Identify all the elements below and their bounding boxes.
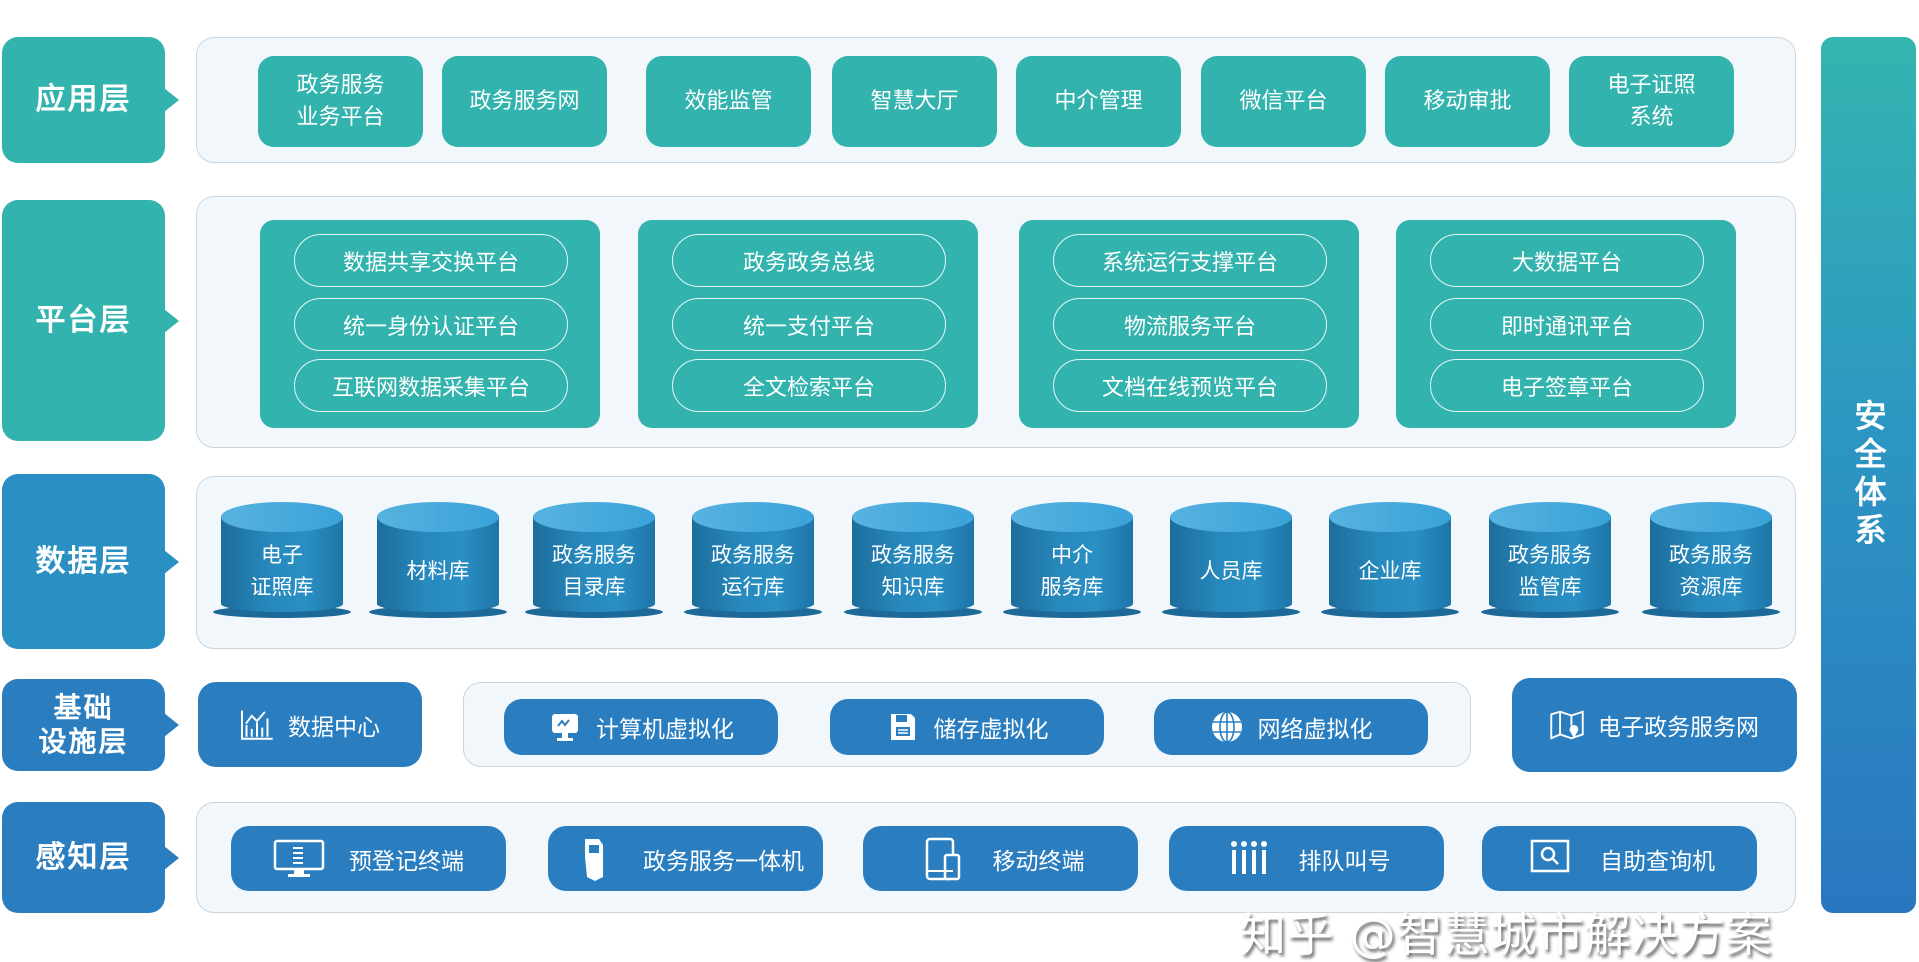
perception-label: 政务服务一体机	[643, 848, 804, 875]
database-label: 政务服务 知识库	[871, 543, 955, 599]
database-cylinder[interactable]: 政务服务 监管库	[1481, 502, 1619, 618]
app-item[interactable]: 电子证照 系统	[1569, 56, 1734, 147]
app-item[interactable]: 移动审批	[1385, 56, 1550, 147]
platform-item[interactable]: 文档在线预览平台	[1053, 359, 1327, 412]
database-cylinder[interactable]: 政务服务 目录库	[525, 502, 663, 618]
database-cylinder[interactable]: 电子 证照库	[213, 502, 351, 618]
platform-item[interactable]: 电子签章平台	[1430, 359, 1704, 412]
database-cylinder[interactable]: 企业库	[1321, 502, 1459, 618]
platform-group: 数据共享交换平台统一身份认证平台互联网数据采集平台	[260, 220, 600, 428]
search-kiosk-icon	[1524, 839, 1576, 876]
app-item[interactable]: 政务服务 业务平台	[258, 56, 423, 147]
database-label: 人员库	[1199, 559, 1263, 583]
layer-label-data: 数据层	[2, 474, 179, 649]
perception-item[interactable]: 排队叫号	[1169, 826, 1444, 891]
database-cylinder[interactable]: 中介 服务库	[1003, 502, 1141, 618]
app-item[interactable]: 智慧大厅	[832, 56, 997, 147]
database-label: 政务服务 资源库	[1669, 543, 1753, 599]
layer-label-application: 应用层	[2, 37, 179, 163]
database-cylinder[interactable]: 政务服务 资源库	[1642, 502, 1780, 618]
app-item[interactable]: 中介管理	[1016, 56, 1181, 147]
database-label: 政务服务 运行库	[711, 543, 795, 599]
database-cylinder[interactable]: 政务服务 运行库	[684, 502, 822, 618]
platform-item[interactable]: 即时通讯平台	[1430, 298, 1704, 351]
queue-icon	[1223, 840, 1275, 876]
platform-item[interactable]: 数据共享交换平台	[294, 234, 568, 287]
database-cylinder[interactable]: 政务服务 知识库	[844, 502, 982, 618]
app-item[interactable]: 微信平台	[1201, 56, 1366, 147]
database-cylinder[interactable]: 材料库	[369, 502, 507, 618]
layer-label-perception: 感知层	[2, 802, 179, 913]
platform-item[interactable]: 全文检索平台	[672, 359, 946, 412]
platform-item[interactable]: 大数据平台	[1430, 234, 1704, 287]
virtualization-item[interactable]: 网络虚拟化	[1154, 699, 1428, 755]
database-label: 企业库	[1358, 559, 1422, 583]
globe-icon	[1210, 710, 1244, 744]
perception-label: 移动终端	[992, 848, 1085, 875]
virtualization-label: 网络虚拟化	[1257, 717, 1373, 743]
platform-group: 系统运行支撑平台物流服务平台文档在线预览平台	[1019, 220, 1359, 428]
database-label: 政务服务 监管库	[1508, 543, 1592, 599]
perception-label: 预登记终端	[349, 848, 464, 875]
virtualization-item[interactable]: 储存虚拟化	[830, 699, 1104, 755]
bar-chart-icon	[240, 708, 274, 742]
perception-item[interactable]: 移动终端	[863, 826, 1138, 891]
platform-item[interactable]: 系统运行支撑平台	[1053, 234, 1327, 287]
data-center-box: 数据中心	[198, 682, 422, 767]
platform-group: 大数据平台即时通讯平台电子签章平台	[1396, 220, 1736, 428]
platform-group: 政务政务总线统一支付平台全文检索平台	[638, 220, 978, 428]
platform-item[interactable]: 互联网数据采集平台	[294, 359, 568, 412]
egov-network-label: 电子政务服务网	[1598, 715, 1759, 741]
database-label: 政务服务 目录库	[552, 543, 636, 599]
virtualization-item[interactable]: 计算机虚拟化	[504, 699, 778, 755]
floppy-disk-icon	[886, 710, 920, 744]
watermark: 知乎 @智慧城市解决方案	[1240, 908, 1773, 962]
layer-label-infrastructure: 基础 设施层	[2, 679, 179, 771]
platform-item[interactable]: 政务政务总线	[672, 234, 946, 287]
platform-item[interactable]: 统一身份认证平台	[294, 298, 568, 351]
platform-item[interactable]: 物流服务平台	[1053, 298, 1327, 351]
perception-item[interactable]: 预登记终端	[231, 826, 506, 891]
kiosk-icon	[567, 838, 619, 881]
database-label: 材料库	[406, 559, 470, 583]
perception-item[interactable]: 政务服务一体机	[548, 826, 823, 891]
monitor-icon	[548, 710, 582, 744]
security-system-label: 安全体系	[1849, 399, 1888, 551]
app-item[interactable]: 政务服务网	[442, 56, 607, 147]
egov-network-box: 电子政务服务网	[1512, 678, 1797, 772]
virtualization-label: 储存虚拟化	[933, 717, 1049, 743]
perception-label: 自助查询机	[1600, 848, 1715, 875]
map-pin-icon	[1550, 708, 1584, 742]
app-item[interactable]: 效能监管	[646, 56, 811, 147]
mobile-device-icon	[917, 837, 969, 880]
database-cylinder[interactable]: 人员库	[1162, 502, 1300, 618]
layer-label-platform: 平台层	[2, 200, 179, 441]
database-label: 中介 服务库	[1040, 543, 1104, 599]
security-system-bar: 安全体系	[1821, 37, 1916, 913]
virtualization-label: 计算机虚拟化	[596, 717, 734, 743]
perception-item[interactable]: 自助查询机	[1482, 826, 1757, 891]
desktop-terminal-icon	[273, 839, 325, 877]
database-label: 电子 证照库	[250, 543, 314, 599]
data-center-label: 数据中心	[288, 714, 380, 741]
perception-label: 排队叫号	[1298, 848, 1391, 875]
platform-item[interactable]: 统一支付平台	[672, 298, 946, 351]
